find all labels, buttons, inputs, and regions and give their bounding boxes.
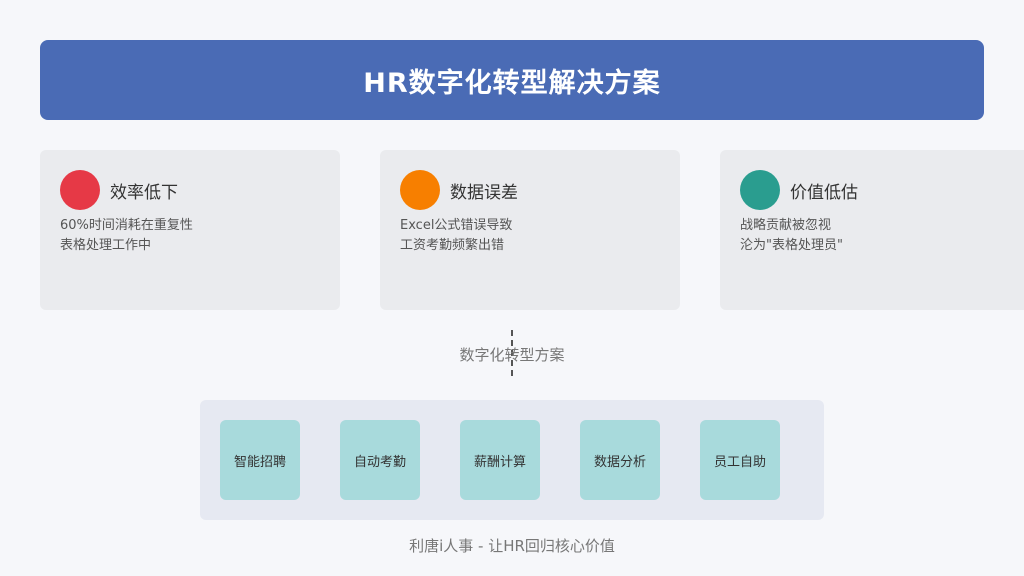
page-title: HR数字化转型解决方案 <box>363 67 661 99</box>
dashed-connector <box>511 330 513 376</box>
solution-tile-analytics: 数据分析 <box>580 420 660 500</box>
problem-card-efficiency: 效率低下 60%时间消耗在重复性 表格处理工作中 <box>40 150 340 310</box>
problem-description-line: 沦为"表格处理员" <box>740 238 843 253</box>
problem-title: 数据误差 <box>450 183 518 203</box>
problem-title: 价值低估 <box>790 183 858 203</box>
solution-tile-recruiting: 智能招聘 <box>220 420 300 500</box>
problem-description-line: 工资考勤频繁出错 <box>400 238 505 253</box>
problem-description-line: 表格处理工作中 <box>60 238 152 253</box>
connector-label: 数字化转型方案 <box>459 346 565 364</box>
solution-tile-payroll: 薪酬计算 <box>460 420 540 500</box>
problem-description-line: 战略贡献被忽视 <box>740 218 832 233</box>
solution-tile-attendance: 自动考勤 <box>340 420 420 500</box>
solution-tile-self-service: 员工自助 <box>700 420 780 500</box>
orange-circle-icon <box>400 170 440 210</box>
problem-description: Excel公式错误导致 工资考勤频繁出错 <box>400 216 512 256</box>
problem-description-line: 60%时间消耗在重复性 <box>60 218 193 233</box>
problem-card-undervalued: 价值低估 战略贡献被忽视 沦为"表格处理员" <box>720 150 1024 310</box>
footer-tagline: 利唐i人事 - 让HR回归核心价值 <box>409 537 615 555</box>
problem-title: 效率低下 <box>110 183 178 203</box>
teal-circle-icon <box>740 170 780 210</box>
problem-description: 战略贡献被忽视 沦为"表格处理员" <box>740 216 843 256</box>
problem-card-data-error: 数据误差 Excel公式错误导致 工资考勤频繁出错 <box>380 150 680 310</box>
solution-panel: 智能招聘 自动考勤 薪酬计算 数据分析 员工自助 <box>200 400 824 520</box>
problem-description: 60%时间消耗在重复性 表格处理工作中 <box>60 216 193 256</box>
title-banner: HR数字化转型解决方案 <box>40 40 984 120</box>
red-circle-icon <box>60 170 100 210</box>
problem-description-line: Excel公式错误导致 <box>400 218 513 233</box>
